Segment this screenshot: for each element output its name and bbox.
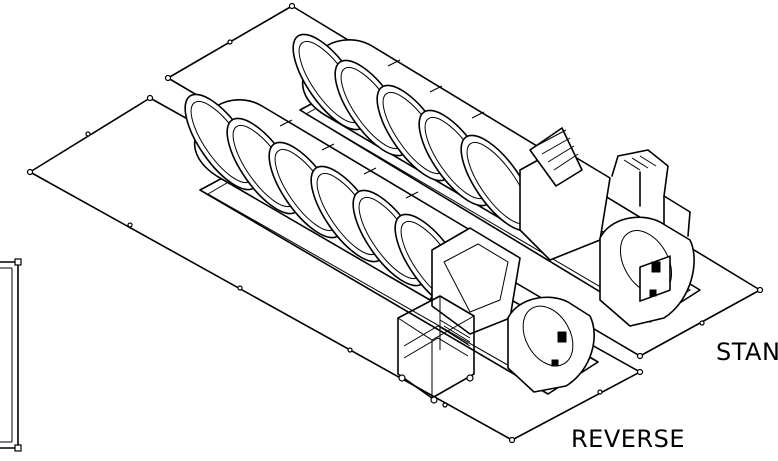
reverse-label: REVERSE: [571, 425, 685, 453]
reverse-unit: [171, 82, 599, 404]
front-floor-plate: [26, 94, 644, 444]
standard-unit: [279, 22, 701, 327]
standard-label: STAN: [716, 338, 778, 366]
left-edge-frame: [0, 258, 22, 452]
